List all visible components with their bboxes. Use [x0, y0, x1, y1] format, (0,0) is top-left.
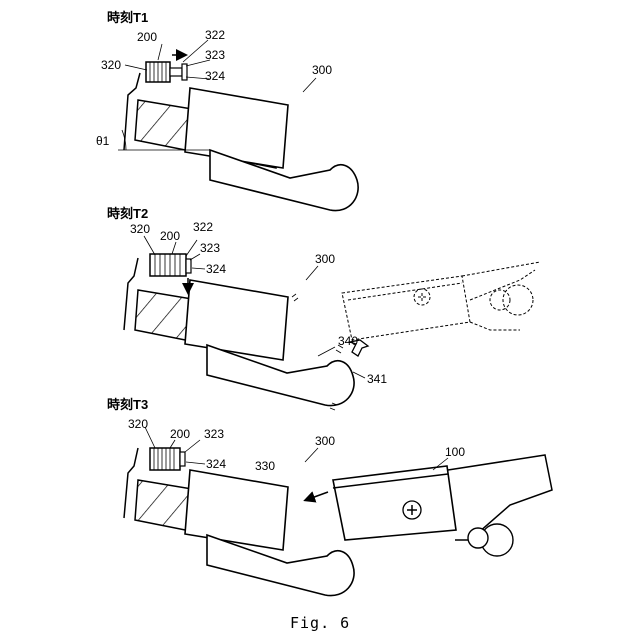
label-unit: 300 [315, 252, 335, 266]
end-cap [180, 452, 185, 466]
label-arm: 322 [205, 28, 225, 42]
label-tip: 341 [367, 372, 387, 386]
leader-324 [192, 268, 205, 269]
leader-200 [172, 242, 176, 254]
label-end: 323 [204, 427, 224, 441]
label-arm: 322 [193, 220, 213, 234]
leader-341 [353, 372, 365, 378]
label-angle: θ1 [96, 134, 110, 148]
label-lever: 340 [338, 334, 358, 348]
leader-323 [190, 254, 200, 260]
leader-323 [185, 440, 200, 452]
panel-t3: 時刻T3 320 200 [107, 397, 552, 596]
insert-arrow [306, 492, 328, 500]
figure-caption: Fig. 6 [290, 614, 350, 632]
label-spring: 200 [160, 229, 180, 243]
label-holder: 320 [130, 222, 150, 236]
label-pin: 324 [206, 262, 226, 276]
label-holder: 320 [128, 417, 148, 431]
end-cap [182, 64, 187, 80]
label-end: 323 [205, 48, 225, 62]
panel-t2: 時刻T2 [107, 206, 540, 410]
panel-title: 時刻T1 [107, 10, 148, 25]
label-end: 323 [200, 241, 220, 255]
top-block [185, 88, 288, 168]
dashed-device [342, 262, 540, 340]
leader-340 [318, 347, 335, 356]
panel-title: 時刻T2 [107, 206, 148, 221]
leader-324 [186, 462, 205, 464]
leader-200 [170, 440, 175, 448]
label-block: 330 [255, 459, 275, 473]
label-unit: 300 [312, 63, 332, 77]
end-cap [186, 259, 191, 273]
spring-coil [150, 448, 180, 470]
leader-320 [144, 236, 155, 255]
leader-300 [303, 78, 316, 92]
label-holder: 320 [101, 58, 121, 72]
leader-322 [186, 240, 197, 256]
leader-300 [305, 448, 318, 462]
device-100 [333, 455, 552, 556]
arm [170, 68, 182, 76]
leader-300 [306, 266, 318, 280]
panel-t1: 時刻T1 320 200 322 323 324 [96, 10, 358, 211]
top-block [185, 280, 288, 360]
motion-mark [292, 294, 298, 301]
label-spring: 200 [170, 427, 190, 441]
label-unit: 300 [315, 434, 335, 448]
label-pin: 324 [206, 457, 226, 471]
top-block [185, 470, 288, 550]
panel-title: 時刻T3 [107, 397, 148, 412]
leader-200 [158, 44, 162, 60]
leader-320 [125, 65, 147, 70]
label-spring: 200 [137, 30, 157, 44]
label-device: 100 [445, 445, 465, 459]
label-pin: 324 [205, 69, 225, 83]
